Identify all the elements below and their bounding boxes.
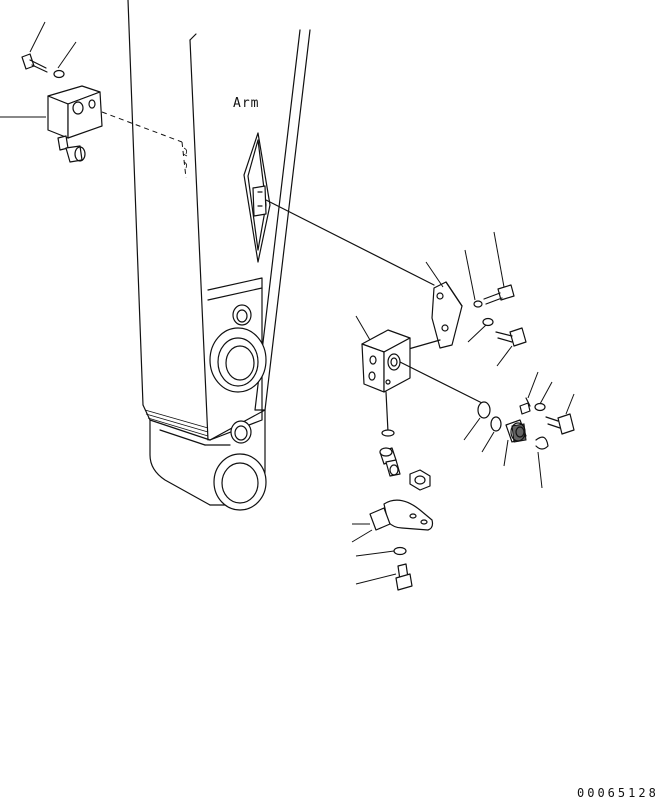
arm-label: Arm bbox=[233, 96, 259, 111]
connection-line-bracket bbox=[265, 199, 435, 286]
bracket-plate bbox=[397, 231, 527, 367]
drawing-code: 00065128 bbox=[577, 786, 655, 800]
valve-block-top-left bbox=[0, 21, 187, 179]
orings-and-fittings bbox=[463, 371, 575, 489]
arm-boom bbox=[127, 0, 311, 511]
lower-fittings bbox=[351, 429, 434, 591]
valve-block-center bbox=[355, 315, 485, 433]
